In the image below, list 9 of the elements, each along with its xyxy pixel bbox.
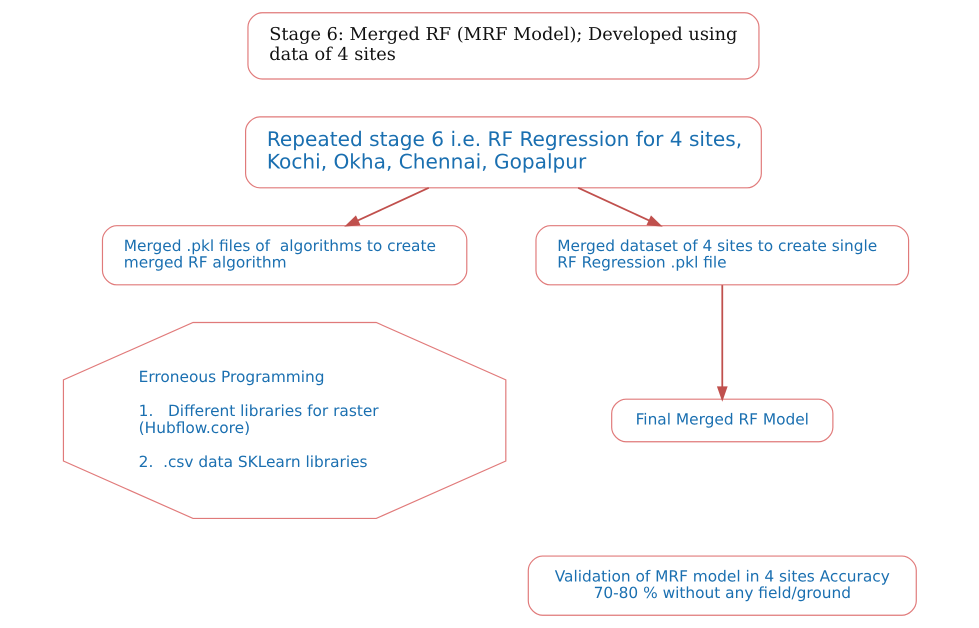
node-box: Repeated stage 6 i.e. RF Regression for 4 sites, Kochi, Okha, Chennai, Gopalpur — [244, 116, 762, 188]
node-box: Stage 6: Merged RF (MRF Model); Developed using data of 4 sites — [246, 12, 760, 80]
arrow — [716, 285, 728, 402]
node-box: Validation of MRF model in 4 sites Accuracy 70-80 % without any field/ground — [527, 555, 916, 616]
arrow — [344, 187, 429, 227]
node-box: Merged dataset of 4 sites to create single RF Regression .pkl file — [534, 225, 909, 286]
node-box: Final Merged RF Model — [610, 398, 833, 442]
arrow — [577, 187, 662, 227]
node-box: Merged .pkl files of algorithms to create merged RF algorithm — [101, 225, 467, 286]
